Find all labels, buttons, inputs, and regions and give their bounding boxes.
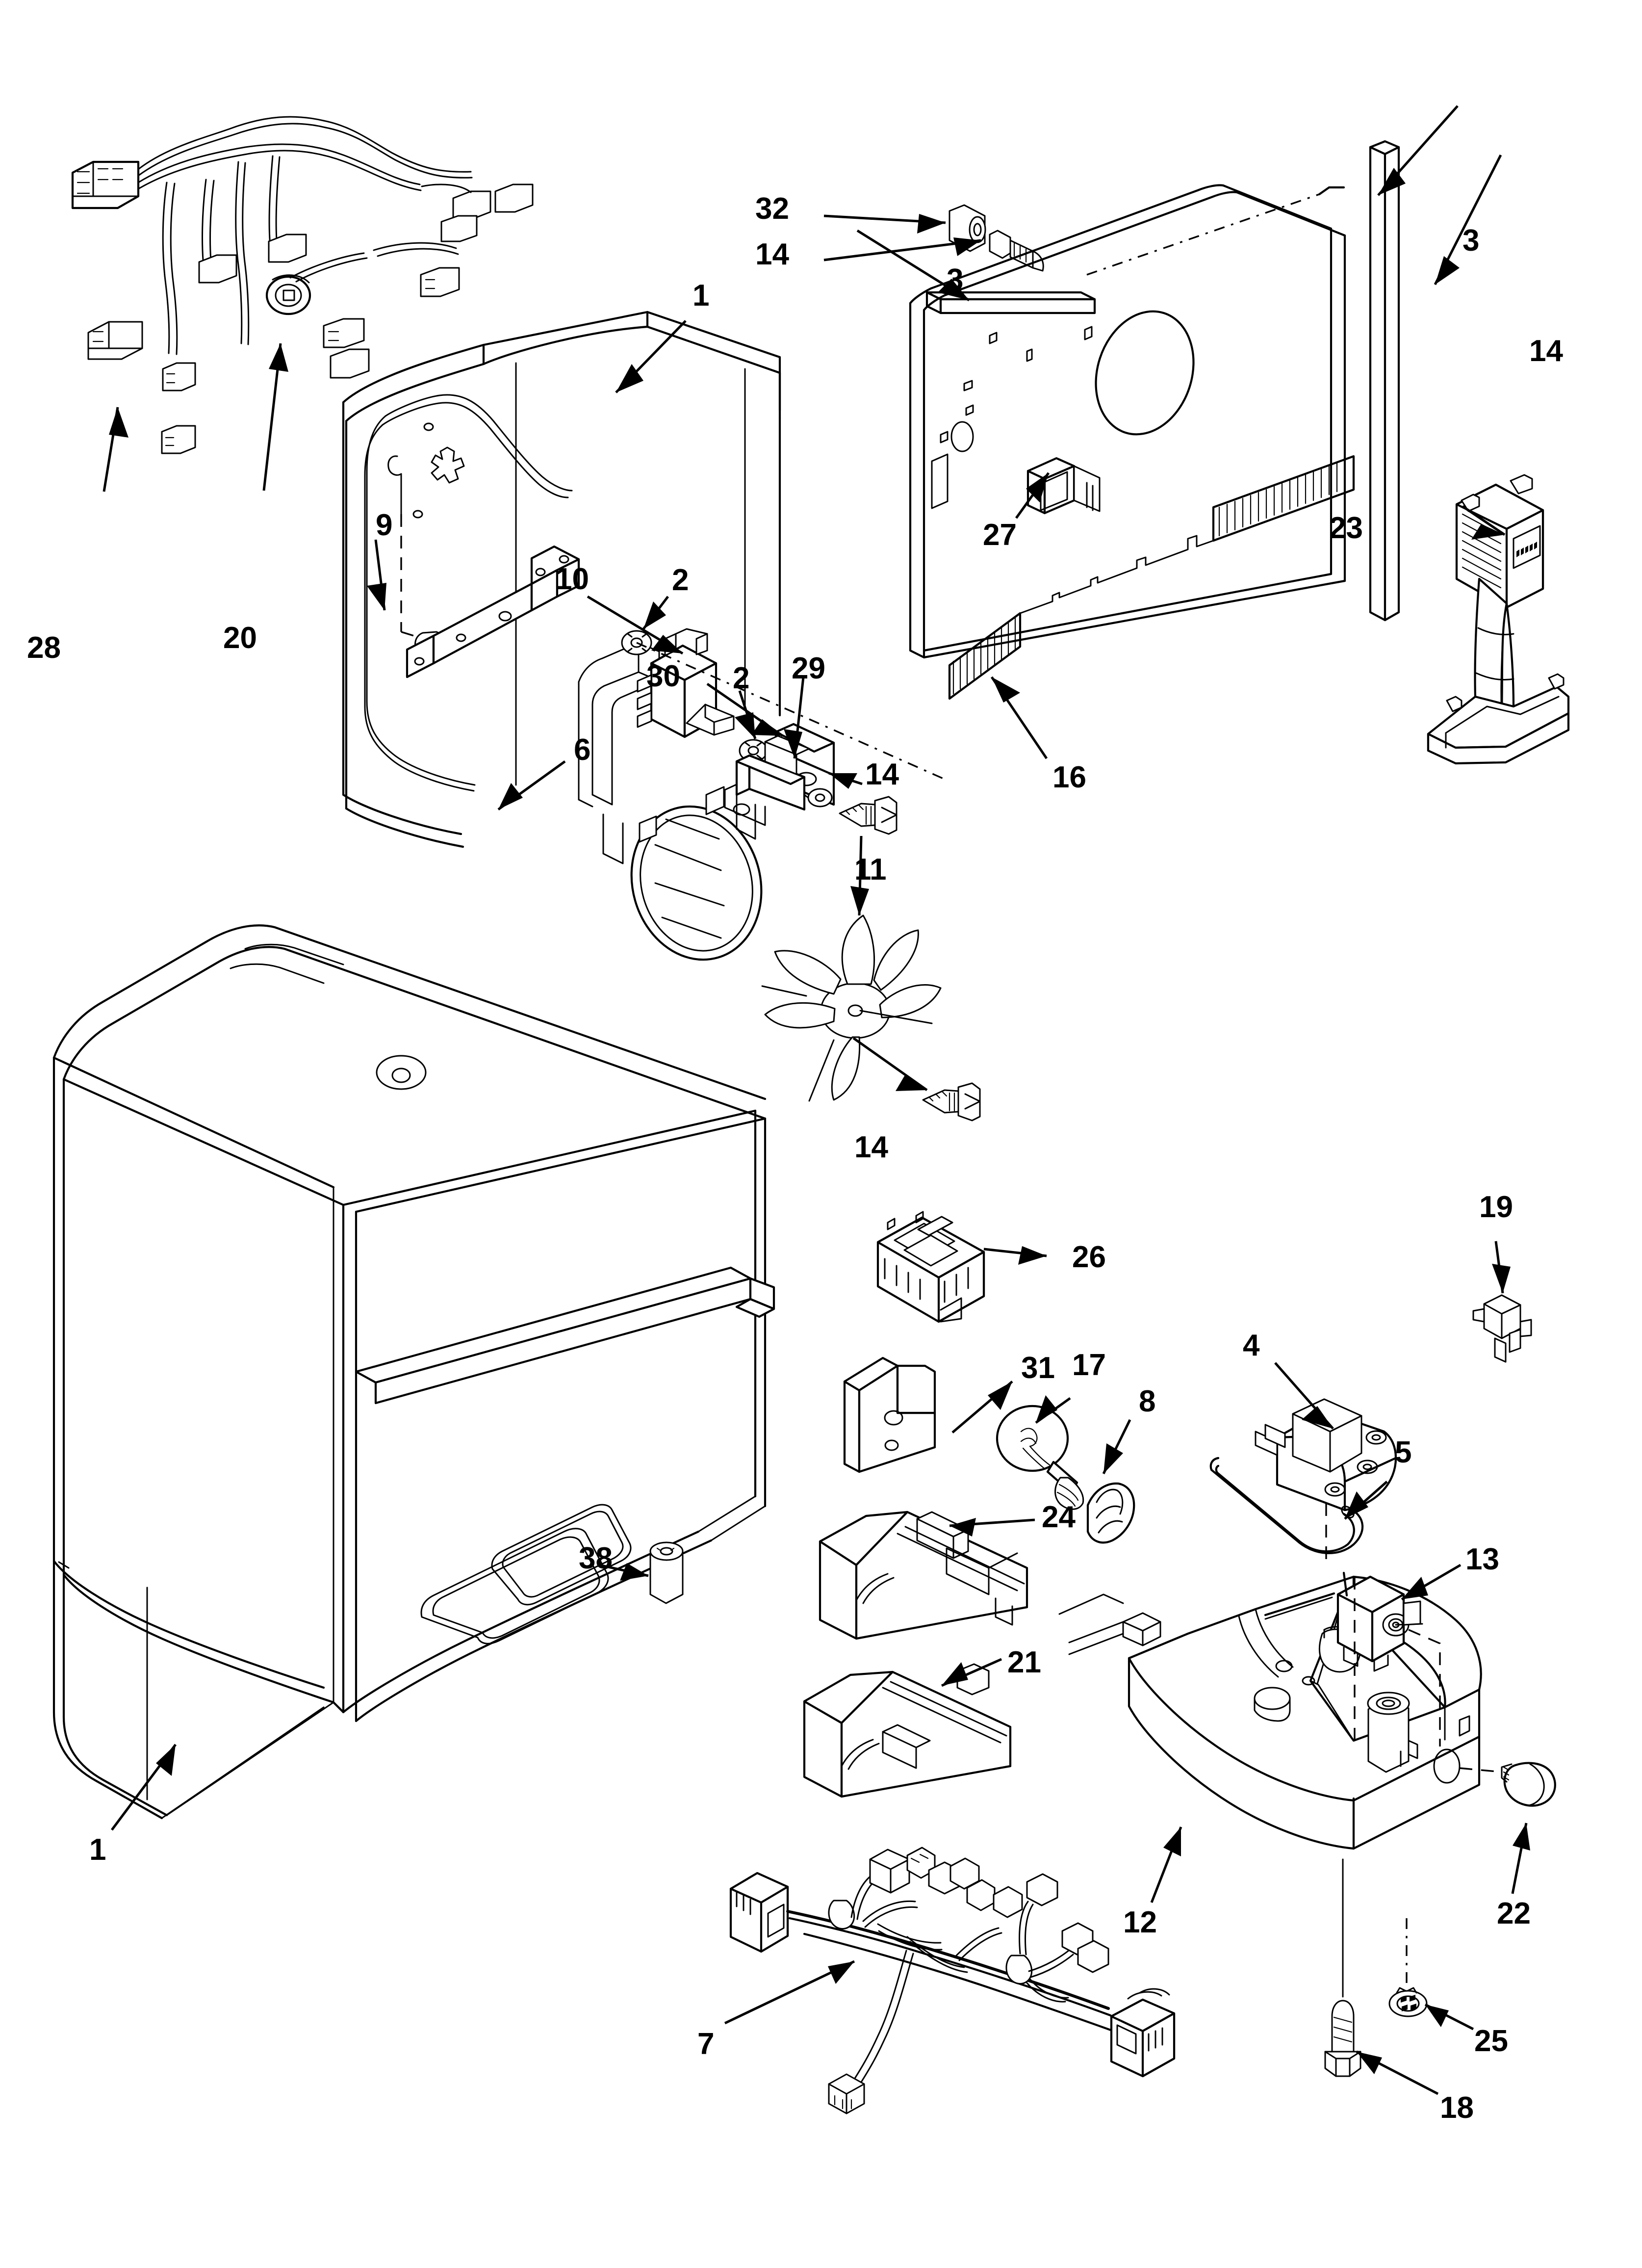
wire-clip-19 [1472,1294,1532,1363]
terminal-block-26 [876,1211,985,1323]
callout-5: 5 [1395,1435,1412,1469]
callout-22: 22 [1497,1897,1531,1930]
spacer-38 [649,1541,684,1604]
callout-38: 38 [579,1541,613,1575]
callout-2-a: 2 [672,563,689,597]
screw-14-fan [922,1082,981,1121]
cover-plate-31 [843,1356,936,1473]
callout-3-right: 3 [1462,224,1480,258]
callout-32: 32 [755,192,789,226]
callout-4: 4 [1243,1329,1260,1362]
callout-1-upper: 1 [693,279,710,313]
screw-18 [1324,1858,1361,2077]
callout-24: 24 [1042,1500,1076,1534]
callout-19: 19 [1479,1190,1513,1224]
callout-14-a: 14 [755,237,789,271]
push-nut-25 [1388,1918,1428,2017]
callout-2-b: 2 [733,661,750,695]
drain-pan-12 [1058,1575,1482,1850]
spacer-32-and-screw [949,204,1044,272]
screw-14-shroud [839,796,898,835]
light-bulb-17 [996,1405,1084,1510]
light-shield-21 [803,1663,1012,1798]
callout-29: 29 [792,652,825,685]
callout-9: 9 [376,508,393,542]
callout-17: 17 [1072,1348,1106,1382]
air-diffuser-23 [1427,474,1570,765]
callout-1-lower: 1 [89,1833,106,1867]
callout-3-left: 3 [947,263,964,297]
wiring-harness-top [71,116,534,454]
callout-16: 16 [1052,760,1086,794]
fan-motor-assembly [621,628,981,1121]
leader-lines [103,105,1530,2095]
callout-30: 30 [646,659,680,693]
fan-blade-11 [761,914,942,1102]
liner-lower-cabinet [52,924,775,1820]
callout-21: 21 [1007,1645,1041,1679]
callout-14-b: 14 [1529,334,1563,368]
callout-12: 12 [1123,1905,1157,1939]
callout-28: 28 [27,631,61,665]
callout-14-d: 14 [854,1130,888,1164]
callout-20: 20 [223,621,257,655]
rear-panel-assembly [909,140,1400,700]
capillary-tube-5 [1209,1457,1364,1563]
wiring-harness-7 [729,1847,1176,2114]
callout-27: 27 [983,518,1017,552]
callout-10: 10 [555,562,589,596]
light-shield-24 [819,1511,1028,1640]
plug-button-22 [1459,1762,1556,1807]
callout-14-c: 14 [865,757,899,791]
callout-6: 6 [574,733,591,767]
callout-23: 23 [1329,511,1363,545]
callout-8: 8 [1139,1384,1156,1418]
callout-31: 31 [1021,1351,1055,1385]
callout-13: 13 [1465,1542,1499,1576]
callout-26: 26 [1072,1240,1106,1274]
defrost-timer-4 [1255,1398,1397,1512]
callout-25: 25 [1474,2024,1508,2058]
callout-11: 11 [854,853,887,886]
lamp-socket-8 [1086,1482,1135,1544]
thermostat-13 [1264,1571,1441,1747]
callout-18: 18 [1440,2091,1474,2125]
liner-upper-box [342,311,781,864]
callout-7: 7 [697,2027,715,2061]
